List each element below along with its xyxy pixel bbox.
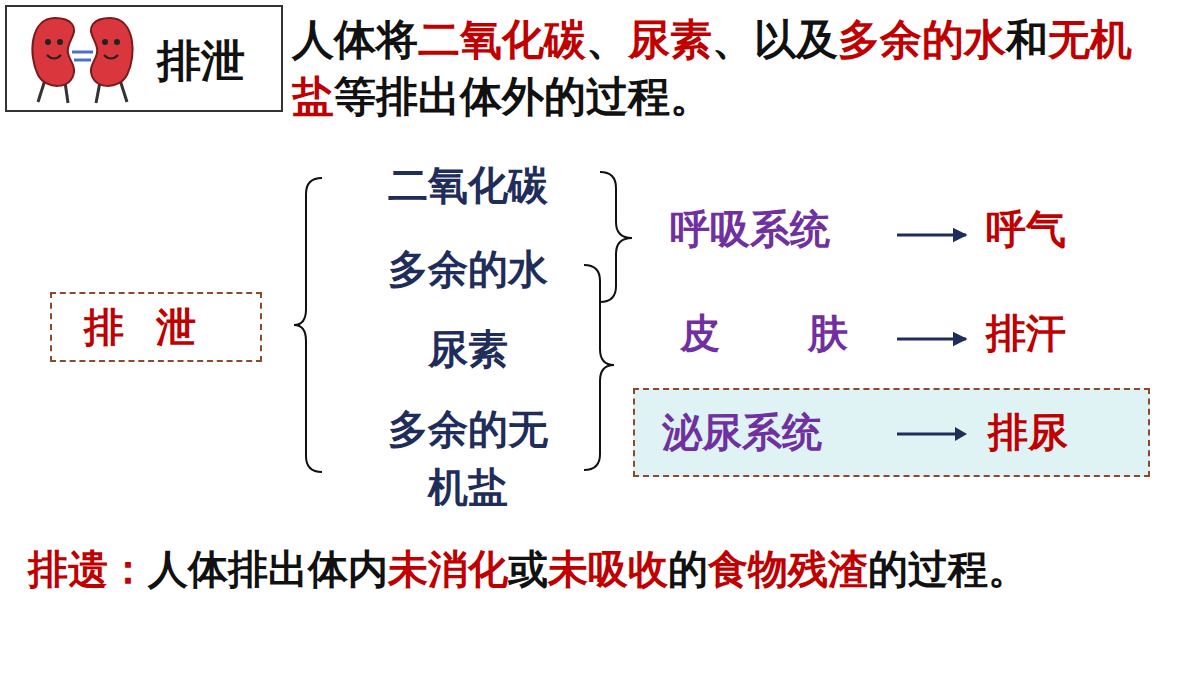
definition-part: 或 <box>508 546 548 592</box>
node-text: 排泄 <box>157 35 245 88</box>
definition-part: 、 <box>586 15 628 64</box>
definition-part: 排遗： <box>28 546 148 592</box>
definition-part: 未吸收 <box>548 546 668 592</box>
excreta-item: 多余的无机盐 <box>378 400 558 516</box>
definition-part: 人体排出体内 <box>148 546 388 592</box>
definition-part: 人体将 <box>292 15 418 64</box>
definition-part: 的过程。 <box>868 546 1028 592</box>
definition-text: 人体将二氧化碳、尿素、以及多余的水和无机盐等排出体外的过程。 <box>292 12 1152 125</box>
organ-system: 呼吸系统 <box>670 204 885 254</box>
excreta-item: 多余的水 <box>368 244 568 294</box>
excretion-way: 呼气 <box>986 204 1106 254</box>
right-brace <box>584 265 614 470</box>
excreta-item: 二氧化碳 <box>368 160 568 210</box>
highlight-box: 泌尿系统 排尿 <box>633 388 1150 477</box>
node-text: 排泄 <box>84 303 228 351</box>
definition-part: 的 <box>668 546 708 592</box>
arrow <box>897 234 966 237</box>
definition-part: 食物残渣 <box>708 546 868 592</box>
definition-part: 多余的水 <box>838 15 1006 64</box>
definition-part: 二氧化碳 <box>418 15 586 64</box>
organ-system: 皮肤 <box>680 308 880 358</box>
right-brace <box>600 172 632 302</box>
arrow <box>897 338 966 341</box>
left-brace <box>294 178 322 472</box>
egestion-definition: 排遗：人体排出体内未消化或未吸收的食物残渣的过程。 <box>28 542 1193 596</box>
excreta-item: 尿素 <box>368 324 568 374</box>
kidney-icon <box>32 18 132 103</box>
term-box: 排泄 <box>50 292 262 362</box>
definition-part: 等排出体外的过程。 <box>334 72 712 121</box>
title-box: 排泄 <box>5 5 283 112</box>
definition-part: 尿素 <box>628 15 712 64</box>
definition-part: 、以及 <box>712 15 838 64</box>
node-text: 排尿 <box>988 408 1068 456</box>
definition-part: 未消化 <box>388 546 508 592</box>
node-text: 泌尿系统 <box>662 408 822 456</box>
definition-part: 和 <box>1006 15 1048 64</box>
excretion-way: 排汗 <box>986 308 1106 358</box>
